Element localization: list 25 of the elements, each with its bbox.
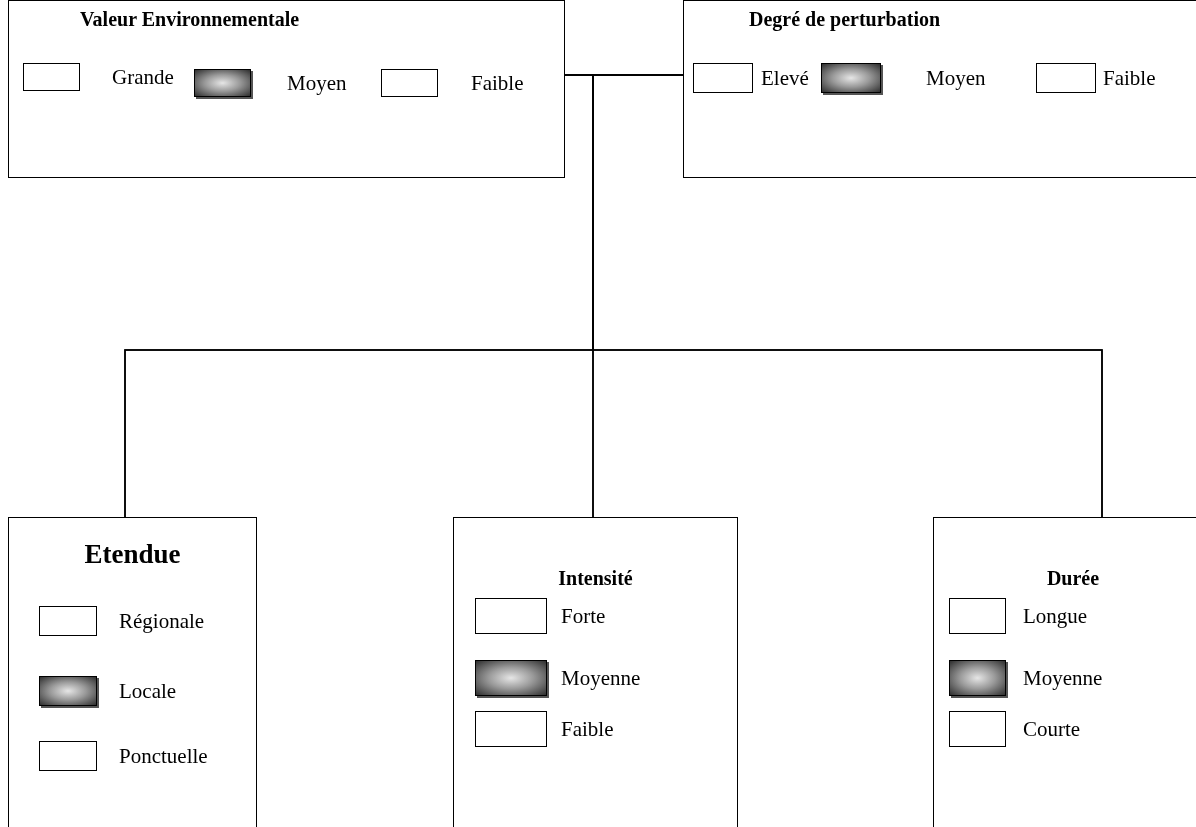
option-label: Faible (561, 716, 614, 742)
option-label: Moyenne (561, 665, 641, 691)
box-title: Degré de perturbation (749, 7, 941, 31)
criterion-box (8, 0, 565, 178)
option-label: Longue (1023, 603, 1088, 629)
option-label: Locale (119, 678, 177, 704)
option-label: Régionale (119, 608, 205, 634)
criterion-box (933, 517, 1196, 827)
option-label: Forte (561, 603, 606, 629)
box-title: Valeur Environnementale (80, 7, 300, 31)
option-label: Elevé (761, 65, 809, 91)
option-label: Courte (1023, 716, 1081, 742)
box-title: Durée (1045, 566, 1101, 590)
box-title: Intensité (557, 566, 634, 590)
option-label: Moyenne (1023, 665, 1103, 691)
criterion-box (683, 0, 1196, 178)
criterion-box (453, 517, 738, 827)
box-title: Etendue (83, 538, 182, 570)
option-label: Faible (1103, 65, 1156, 91)
option-label: Ponctuelle (119, 743, 208, 769)
option-label: Faible (471, 70, 524, 96)
option-label: Moyen (287, 70, 347, 96)
option-label: Moyen (926, 65, 986, 91)
option-label: Grande (112, 64, 174, 90)
criterion-box (8, 517, 257, 827)
